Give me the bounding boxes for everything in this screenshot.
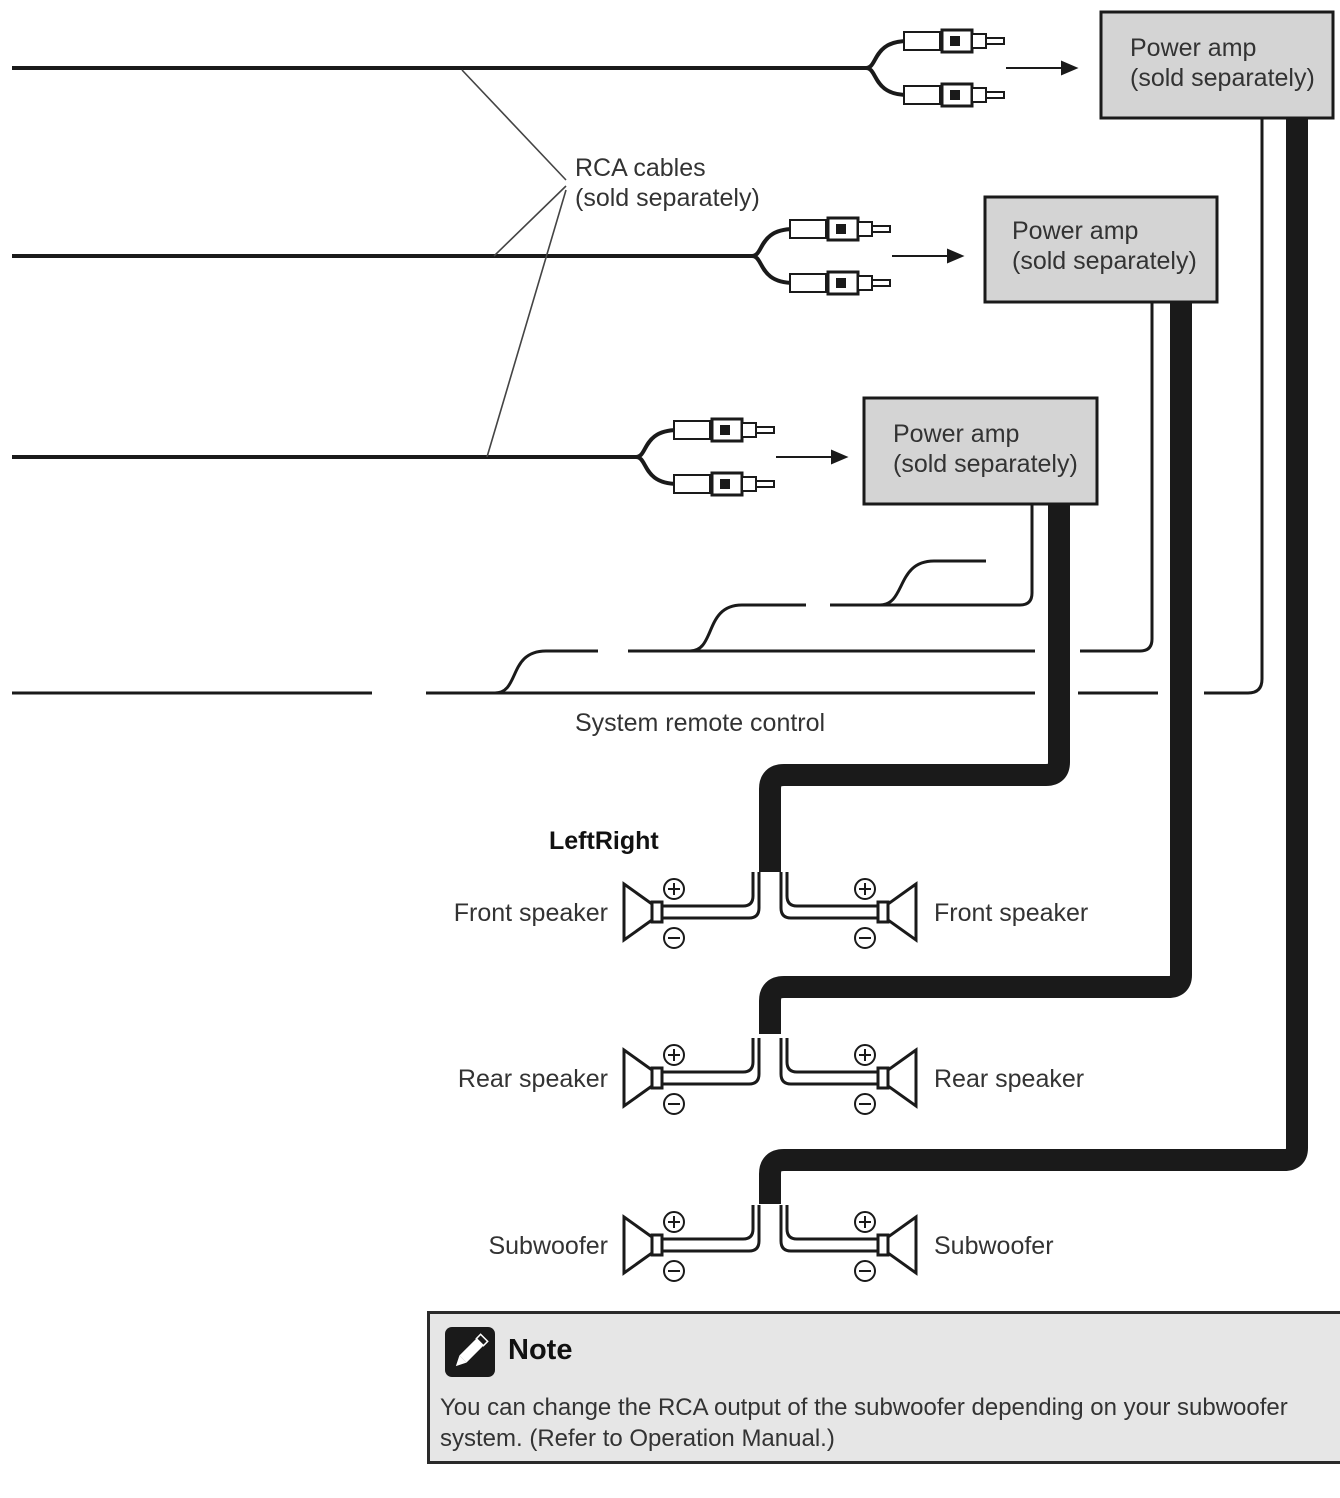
speaker-label-left: Subwoofer — [488, 1232, 608, 1260]
speaker-label-left: Rear speaker — [458, 1065, 608, 1093]
rca-line-1 — [12, 39, 909, 97]
plus-terminal-icon — [663, 1044, 685, 1066]
rca-cables-sublabel: (sold separately) — [575, 184, 760, 212]
note-line: system. (Refer to Operation Manual.) — [440, 1425, 835, 1452]
plus-terminal-icon — [663, 1211, 685, 1233]
speaker-cable-rear — [759, 302, 1192, 1034]
amp-title: Power amp — [893, 420, 1019, 448]
note-title: Note — [508, 1334, 573, 1366]
rca-plug — [672, 417, 776, 443]
power-amp-1: Power amp (sold separately) — [1099, 10, 1335, 120]
rca-plug — [788, 270, 892, 296]
speaker-label-right: Subwoofer — [934, 1232, 1054, 1260]
speaker-wires — [662, 1038, 882, 1086]
rca-line-3 — [12, 428, 679, 486]
pencil-icon — [445, 1327, 495, 1377]
speaker-row-front: Front speaker Front speaker — [454, 872, 1088, 949]
remote-wiring — [12, 118, 1264, 695]
minus-terminal-icon — [663, 927, 685, 949]
speaker-left-icon — [622, 882, 664, 942]
rca-plug — [902, 82, 1006, 108]
speaker-cable-sub — [759, 118, 1308, 1204]
amp-subtitle: (sold separately) — [1130, 64, 1315, 92]
speaker-label-left: Front speaker — [454, 899, 608, 927]
power-amp-2: Power amp (sold separately) — [983, 195, 1219, 304]
plus-terminal-icon — [854, 878, 876, 900]
amp-subtitle: (sold separately) — [893, 450, 1078, 478]
rca-line-2 — [12, 227, 795, 285]
plus-terminal-icon — [854, 1044, 876, 1066]
rca-plug — [902, 28, 1006, 54]
speaker-wires — [662, 1205, 882, 1253]
speaker-row-rear: Rear speaker Rear speaker — [458, 1038, 1084, 1115]
note-text: You can change the RCA output of the sub… — [440, 1392, 1340, 1454]
rca-callout-leader — [461, 69, 567, 458]
rca-plug — [672, 471, 776, 497]
speaker-right-icon — [876, 1048, 918, 1108]
arrow-icon — [776, 449, 849, 465]
speaker-label-right: Rear speaker — [934, 1065, 1084, 1093]
note-box: Note You can change the RCA output of th… — [427, 1311, 1340, 1464]
amp-title: Power amp — [1012, 217, 1138, 245]
minus-terminal-icon — [663, 1260, 685, 1282]
note-line: You can change the RCA output of the sub… — [440, 1394, 1288, 1421]
power-amp-3: Power amp (sold separately) — [862, 396, 1099, 506]
speaker-left-icon — [622, 1215, 664, 1275]
arrow-icon — [1006, 60, 1079, 76]
minus-terminal-icon — [854, 927, 876, 949]
speaker-label-right: Front speaker — [934, 899, 1088, 927]
plus-terminal-icon — [663, 878, 685, 900]
amp-title: Power amp — [1130, 34, 1256, 62]
minus-terminal-icon — [854, 1260, 876, 1282]
speaker-wires — [662, 872, 882, 920]
arrow-icon — [892, 248, 965, 264]
speaker-row-sub: Subwoofer Subwoofer — [488, 1205, 1054, 1282]
minus-terminal-icon — [663, 1093, 685, 1115]
channel-header: LeftRight — [549, 827, 659, 855]
rca-plug — [788, 216, 892, 242]
plus-terminal-icon — [854, 1211, 876, 1233]
speaker-right-icon — [876, 882, 918, 942]
rca-cables-label: RCA cables — [575, 154, 706, 182]
speaker-right-icon — [876, 1215, 918, 1275]
speaker-left-icon — [622, 1048, 664, 1108]
minus-terminal-icon — [854, 1093, 876, 1115]
remote-control-label: System remote control — [575, 709, 825, 737]
speaker-cable-front — [759, 504, 1070, 872]
amp-subtitle: (sold separately) — [1012, 247, 1197, 275]
